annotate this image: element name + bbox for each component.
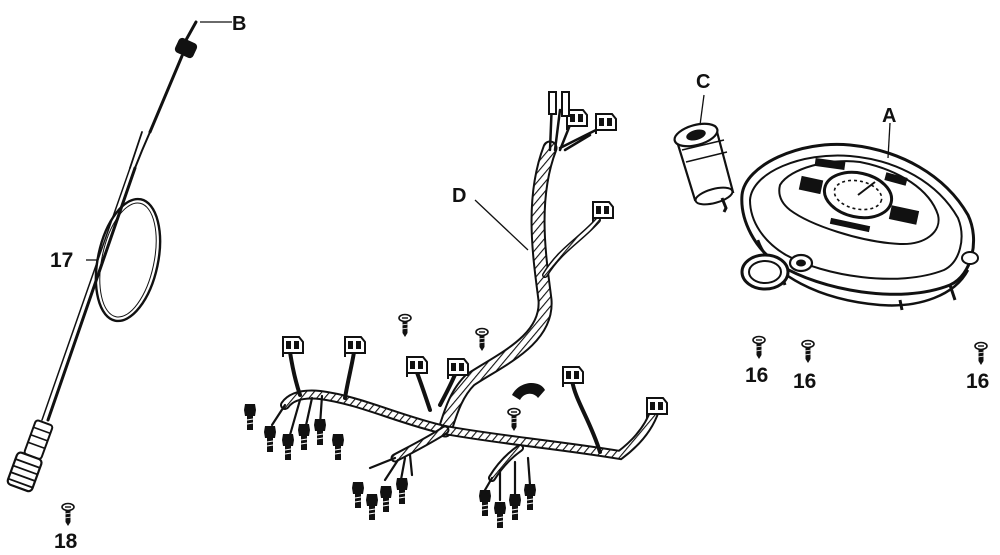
leader-lines: [86, 21, 891, 261]
meter-assembly-icon: [740, 142, 979, 311]
screw-icon: [801, 339, 815, 364]
callout-16-right: 16: [966, 370, 989, 393]
callout-16-left: 16: [745, 364, 768, 387]
callout-16-middle: 16: [793, 370, 816, 393]
callout-c: C: [696, 71, 710, 93]
callout-17: 17: [50, 249, 73, 272]
callout-d: D: [452, 185, 466, 207]
screw-icon: [752, 335, 766, 360]
wire-harness-icon: [243, 91, 668, 529]
ignition-switch-icon: [673, 122, 735, 213]
speedometer-cable-icon: [6, 20, 198, 493]
callout-a: A: [882, 105, 896, 127]
callout-b: B: [232, 13, 246, 35]
screw-icon: [974, 341, 988, 366]
callout-18: 18: [54, 530, 78, 553]
screw-icon: [61, 502, 75, 527]
